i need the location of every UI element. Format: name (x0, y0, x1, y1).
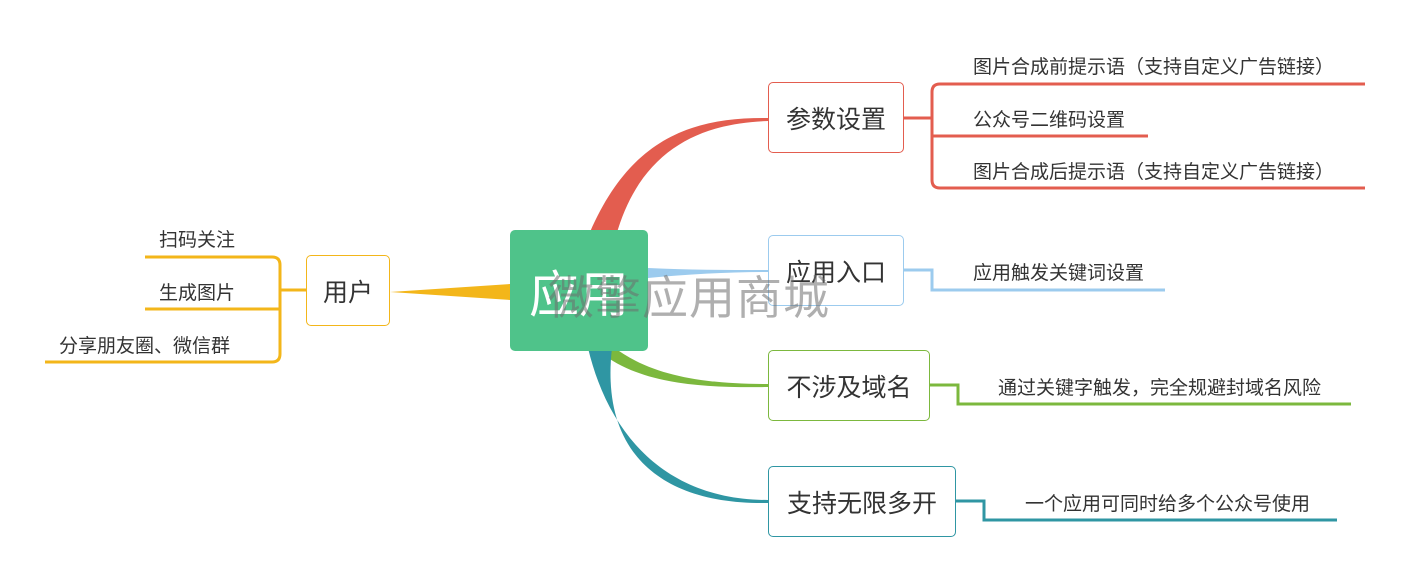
bracket-parameters (903, 82, 1365, 190)
connector-root-user (390, 284, 510, 300)
branch-entry-label: 应用入口 (785, 257, 886, 287)
branch-multi-label: 支持无限多开 (786, 488, 937, 518)
root-node[interactable]: 应用 (510, 230, 648, 351)
leaf-user-generate[interactable]: 生成图片 (159, 282, 236, 304)
connector-root-entry (648, 268, 768, 278)
leaf-entry-keyword[interactable]: 应用触发关键词设置 (973, 262, 1145, 284)
connector-root-parameters (590, 117, 768, 236)
leaf-multi-accounts[interactable]: 一个应用可同时给多个公众号使用 (1025, 493, 1311, 515)
branch-entry[interactable]: 应用入口 (768, 235, 904, 306)
connector-root-nodomain (600, 346, 768, 388)
leaf-parameters-pre-prompt[interactable]: 图片合成前提示语（支持自定义广告链接） (973, 56, 1335, 78)
root-label: 应用 (529, 265, 629, 324)
bracket-entry (903, 268, 1165, 292)
bracket-user (45, 255, 307, 364)
leaf-nodomain-keyword-trigger[interactable]: 通过关键字触发，完全规避封域名风险 (998, 377, 1322, 399)
leaf-user-scan[interactable]: 扫码关注 (159, 229, 236, 251)
branch-multi[interactable]: 支持无限多开 (768, 466, 956, 537)
branch-parameters[interactable]: 参数设置 (768, 82, 904, 153)
leaf-parameters-post-prompt[interactable]: 图片合成后提示语（支持自定义广告链接） (973, 161, 1335, 183)
branch-user[interactable]: 用户 (306, 255, 390, 326)
leaf-parameters-qrcode[interactable]: 公众号二维码设置 (973, 109, 1126, 131)
branch-nodomain[interactable]: 不涉及域名 (768, 350, 930, 421)
branch-parameters-label: 参数设置 (785, 104, 886, 134)
branch-nodomain-label: 不涉及域名 (786, 372, 912, 402)
bracket-nodomain (929, 383, 1351, 406)
connector-root-multi (588, 348, 768, 504)
leaf-user-share[interactable]: 分享朋友圈、微信群 (59, 335, 231, 357)
branch-user-label: 用户 (322, 277, 373, 307)
bracket-multi (955, 499, 1337, 522)
